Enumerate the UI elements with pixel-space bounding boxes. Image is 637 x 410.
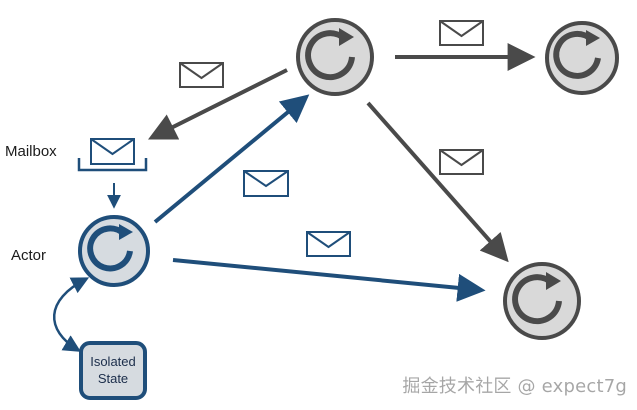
isolated-state-label-line2: State bbox=[98, 371, 128, 386]
watermark: 掘金技术社区 @ expect7g bbox=[402, 376, 627, 397]
actor-to-bottom-right-actor-arrow bbox=[172, 258, 486, 302]
message-envelope-icon-3 bbox=[439, 149, 484, 175]
mailbox-tray bbox=[77, 158, 148, 172]
mailbox-label: Mailbox bbox=[5, 143, 57, 160]
actor-label: Actor bbox=[11, 247, 46, 264]
refresh-cycle-icon bbox=[512, 272, 562, 325]
isolated-state-label-line1: Isolated bbox=[90, 354, 136, 369]
isolated-state-box: Isolated State bbox=[79, 341, 147, 400]
envelope-icon bbox=[90, 138, 135, 165]
refresh-cycle-icon bbox=[553, 30, 601, 79]
actor-state-link bbox=[52, 277, 90, 352]
message-envelope-icon-4 bbox=[243, 170, 289, 197]
right-actor-node bbox=[545, 21, 619, 95]
top-actor-to-bottom-right-actor-arrow bbox=[366, 101, 509, 263]
top-actor-node bbox=[296, 18, 374, 96]
refresh-cycle-icon bbox=[87, 224, 133, 272]
bottom-right-actor-node bbox=[503, 262, 581, 340]
message-envelope-icon-1 bbox=[179, 62, 224, 88]
message-envelope-icon-2 bbox=[439, 20, 484, 46]
refresh-cycle-icon bbox=[305, 28, 355, 81]
actor-to-top-actor-arrow bbox=[153, 94, 310, 224]
top-actor-to-mailbox-arrow bbox=[147, 68, 288, 140]
mailbox bbox=[77, 138, 148, 172]
message-envelope-icon-5 bbox=[306, 231, 351, 257]
actor-node bbox=[78, 215, 150, 287]
